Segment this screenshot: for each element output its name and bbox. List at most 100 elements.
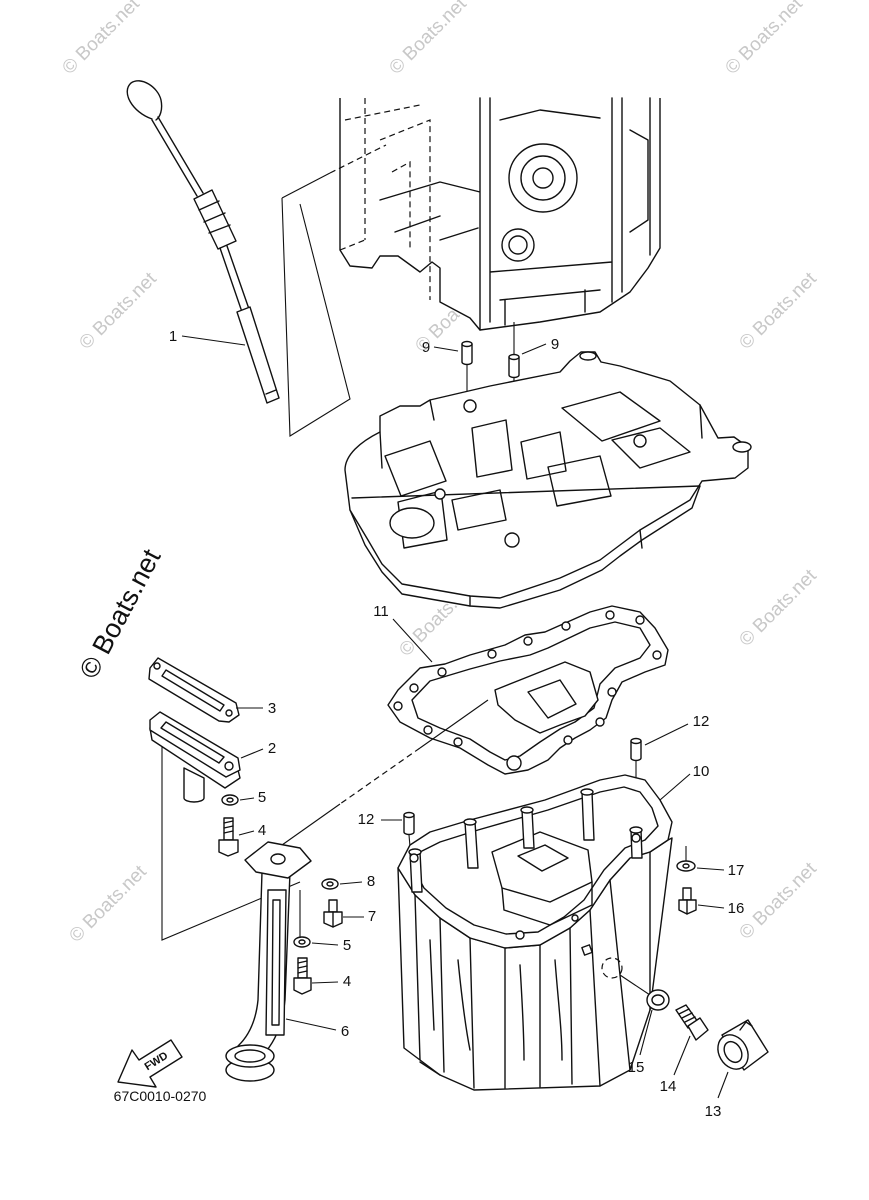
callout-label-17: 17 [728, 862, 745, 879]
callout-label-9-left: 9 [422, 339, 430, 356]
gasket-hole-large [506, 755, 522, 771]
oil-pan-marker [581, 944, 593, 956]
leader-line-17 [696, 867, 725, 871]
dipstick-bracket-lines [281, 144, 387, 437]
oil-pan-post-top [580, 788, 594, 796]
callout-label-6: 6 [341, 1023, 349, 1040]
callout-label-12-left: 12 [358, 811, 375, 828]
strainer-flange-hole [270, 853, 286, 865]
dipstick-blade [236, 306, 280, 404]
washer-inner [226, 797, 234, 803]
strainer-gasket [148, 657, 240, 723]
dipstick-grommet-rings [198, 200, 231, 234]
pin-12-left [403, 811, 415, 859]
leader-line-1 [181, 335, 246, 346]
bolt-head [218, 839, 239, 857]
washer-outer [321, 878, 339, 890]
exhaust-guide-ridge [351, 399, 703, 607]
diagram-code: 67C0010-0270 [114, 1088, 207, 1104]
exhaust-guide-hole [633, 434, 647, 448]
engine-port-outer [501, 228, 535, 262]
callout-labels: 1 9 9 11 3 2 5 4 12 10 12 8 7 5 4 6 17 1… [169, 328, 745, 1120]
leader-line-6 [285, 1018, 337, 1031]
gasket-inner-opening [411, 621, 651, 761]
forward-arrow-icon [117, 1039, 183, 1088]
washer-inner [298, 939, 306, 945]
exhaust-guide-big-hole [389, 507, 435, 539]
leader-line-2 [240, 748, 264, 759]
engine-bore-outer [508, 143, 578, 213]
pin-body [403, 814, 415, 836]
oil-pan-exhaust-port [501, 844, 593, 926]
oil-pan-post [581, 791, 595, 841]
oil-pan-gasket [387, 605, 669, 775]
oil-pan-post-top [629, 826, 643, 834]
exhaust-guide-hole [463, 399, 477, 413]
washer-outer [676, 860, 696, 872]
gasket-bolt-holes [393, 610, 662, 771]
engine-bore-middle [520, 155, 566, 201]
bracket-line-top-dashed [329, 144, 387, 174]
leader-line-10 [659, 773, 691, 801]
exhaust-guide-boss [732, 441, 752, 453]
oil-pan-post [464, 821, 479, 869]
leader-line-5-upper [239, 797, 255, 801]
watermark-text: © Boats.net [721, 0, 807, 79]
o-ring-inner [651, 994, 665, 1006]
pin-top [630, 737, 642, 745]
watermark-text: © Boats.net [735, 565, 821, 651]
dipstick-loop [126, 80, 163, 121]
leader-line-8 [339, 881, 363, 885]
oil-pan [397, 774, 673, 1091]
exhaust-guide-hole [504, 532, 520, 548]
dipstick-rod [219, 245, 250, 313]
gasket-hole [437, 667, 447, 677]
gasket-hole [652, 650, 662, 660]
leader-line-4-upper [238, 830, 255, 836]
gasket-exhaust-port [527, 679, 577, 719]
leader-lines [181, 335, 729, 1099]
engine-block-hidden-lines [339, 98, 431, 300]
bolt-4-lower [293, 957, 312, 995]
strainer-support [265, 889, 287, 1036]
leader-line-12-right [644, 723, 689, 746]
pin-body [461, 343, 473, 366]
o-ring-15 [646, 989, 670, 1011]
bolt-7 [323, 899, 343, 928]
dipstick-marker [265, 389, 277, 395]
callout-label-5-upper: 5 [258, 789, 266, 806]
gasket-hole [607, 687, 617, 697]
pin-9-left [461, 340, 473, 408]
callout-label-5-lower: 5 [343, 937, 351, 954]
engine-port-inner [508, 235, 528, 255]
oil-pan-post [521, 809, 535, 849]
strainer-bracket-plate [149, 711, 241, 778]
gasket-hole [605, 610, 615, 620]
oil-pan-rim-hole [571, 914, 579, 922]
bolt-head [293, 977, 312, 995]
watermark-text: © Boats.net [735, 268, 821, 354]
callout-label-15: 15 [628, 1059, 645, 1076]
guide-line-dashed [339, 747, 421, 805]
callout-label-11: 11 [373, 603, 389, 620]
leader-line-9-right [521, 343, 547, 355]
gasket-hole [453, 737, 463, 747]
leader-line-14 [673, 1035, 691, 1076]
strainer-bracket-slot [160, 721, 225, 764]
drain-plug-14 [675, 1004, 709, 1041]
leader-line-11 [392, 618, 433, 663]
engine-block [339, 97, 661, 331]
gasket-hole [423, 725, 433, 735]
watermark-text: © Boats.net [58, 0, 144, 79]
strainer-gasket-hole [153, 662, 161, 670]
callout-label-14: 14 [660, 1078, 677, 1095]
watermark-text: © Boats.net [65, 861, 151, 947]
callout-label-16: 16 [728, 900, 745, 917]
washer-17 [676, 846, 696, 872]
exhaust-guide-hole [434, 488, 446, 500]
gasket-hole [409, 683, 419, 693]
pin-body [630, 740, 642, 762]
callout-label-13: 13 [705, 1103, 722, 1120]
bolt-threads [223, 820, 234, 834]
bracket-line-top [281, 172, 331, 199]
